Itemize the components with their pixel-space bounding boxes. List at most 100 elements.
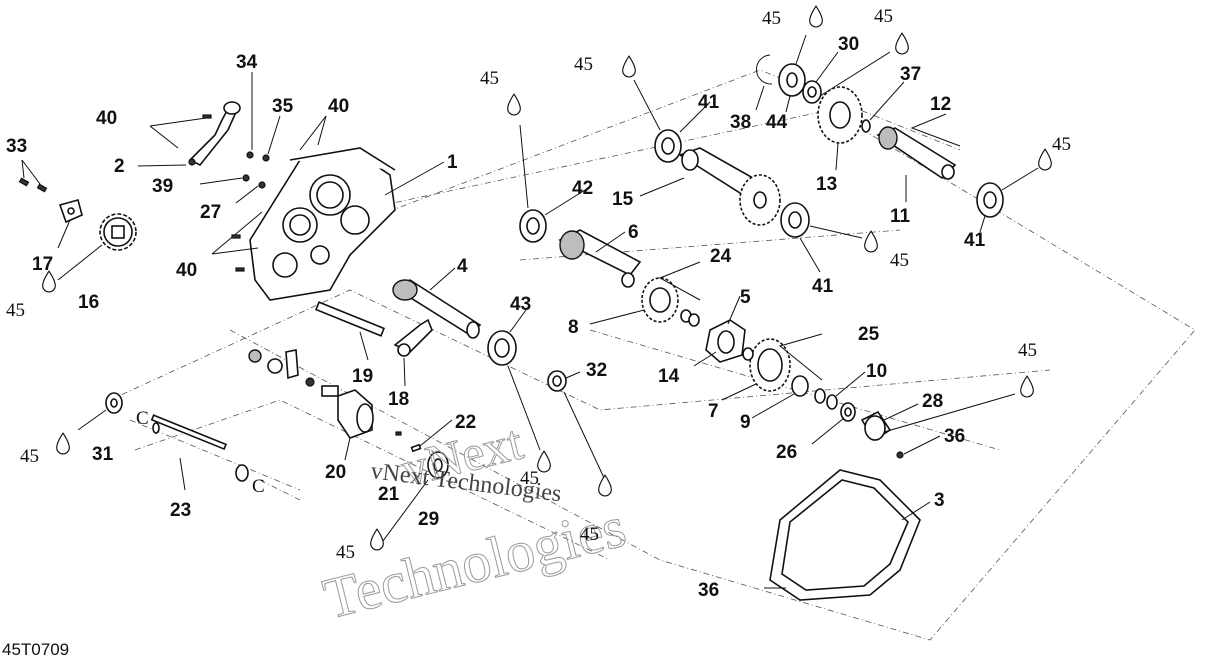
callout-30: 30 xyxy=(838,34,859,55)
callout-40-left: 40 xyxy=(96,108,117,129)
callout-29: 29 xyxy=(418,509,439,530)
pin-part-22 xyxy=(395,419,453,453)
callout-labels: 1 2 3 4 5 6 7 8 9 10 11 12 13 14 15 16 1… xyxy=(6,6,1071,601)
callout-6: 6 xyxy=(628,222,639,243)
callout-45-l: 45 xyxy=(520,468,539,489)
lever-part-2 xyxy=(137,101,241,167)
oil-drop-icon xyxy=(809,5,823,28)
bearing-part-41-right xyxy=(976,167,1039,233)
callout-10: 10 xyxy=(866,361,887,382)
oil-drop-icon xyxy=(598,474,612,497)
callout-36-bottom: 36 xyxy=(698,580,719,601)
callout-45-i: 45 xyxy=(1018,340,1037,361)
callout-4: 4 xyxy=(457,256,468,277)
callout-32: 32 xyxy=(586,360,607,381)
bearing-part-41-mid xyxy=(780,202,863,273)
callout-28: 28 xyxy=(922,391,943,412)
callout-34: 34 xyxy=(236,52,258,73)
gear-part-8 xyxy=(589,261,701,327)
callout-41-mid: 41 xyxy=(812,276,834,297)
callout-45-f: 45 xyxy=(874,6,893,27)
cover-gasket-part-3 xyxy=(764,435,941,601)
bracket-part-17 xyxy=(57,199,83,249)
oil-drop-icon xyxy=(507,93,521,116)
figure-code: 45T0709 xyxy=(2,640,70,659)
callout-22: 22 xyxy=(455,412,476,433)
callout-43: 43 xyxy=(510,294,531,315)
oil-drop-icon xyxy=(1020,375,1034,398)
shift-rod-part-19 xyxy=(315,301,385,361)
callout-45-d: 45 xyxy=(574,54,593,75)
callout-45-c: 45 xyxy=(480,68,499,89)
gear-part-7 xyxy=(721,333,823,401)
bearing-part-42 xyxy=(519,124,586,243)
callout-45-j: 45 xyxy=(580,524,599,545)
callout-39: 39 xyxy=(152,176,173,197)
oil-drop-icon xyxy=(864,230,878,253)
shaft-part-6 xyxy=(558,229,642,288)
oil-drop-icon xyxy=(1038,148,1052,171)
callout-16: 16 xyxy=(78,292,99,313)
shaft-part-12-11 xyxy=(876,113,961,202)
svg-text:C: C xyxy=(252,476,265,497)
bushing-part-29 xyxy=(379,451,449,546)
svg-text:C: C xyxy=(136,408,149,429)
callout-45-g: 45 xyxy=(1052,134,1071,155)
callout-2: 2 xyxy=(114,156,125,177)
oil-drop-icon xyxy=(622,55,636,78)
bearing-part-44 xyxy=(778,34,807,113)
callout-40-top: 40 xyxy=(328,96,349,117)
oil-drop-icon xyxy=(56,432,70,455)
callout-20: 20 xyxy=(325,462,346,483)
bearing-part-28 xyxy=(860,393,1016,442)
callout-45-h: 45 xyxy=(890,250,909,271)
callout-26: 26 xyxy=(776,442,797,463)
callout-45-a: 45 xyxy=(6,300,25,321)
callout-7: 7 xyxy=(708,401,719,422)
gear-shaft-part-15 xyxy=(639,147,781,226)
callout-13: 13 xyxy=(816,174,837,195)
hardware-parts-34-35-39-27 xyxy=(199,72,281,204)
callout-27: 27 xyxy=(200,202,221,223)
callout-45-k: 45 xyxy=(336,542,355,563)
callout-18: 18 xyxy=(388,389,409,410)
oil-drop-icon xyxy=(537,450,551,473)
seal-part-32 xyxy=(547,370,606,481)
callout-33: 33 xyxy=(6,136,27,157)
callout-41-right: 41 xyxy=(964,230,986,251)
callout-41-top: 41 xyxy=(698,92,720,113)
oil-drop-icon xyxy=(895,32,909,55)
gear-part-13 xyxy=(817,86,863,171)
bearing-part-31 xyxy=(77,392,123,431)
oil-drop-icon xyxy=(370,528,384,551)
screw-part-33 xyxy=(18,159,48,193)
shaft-part-4 xyxy=(392,267,482,339)
callout-5: 5 xyxy=(740,287,751,308)
callout-23: 23 xyxy=(170,500,191,521)
washer-part-9 xyxy=(751,375,809,419)
callout-8: 8 xyxy=(568,317,579,338)
shaft-part-23: C C xyxy=(136,408,265,497)
callout-24: 24 xyxy=(710,246,732,267)
callout-14: 14 xyxy=(658,366,680,387)
callout-17: 17 xyxy=(32,254,53,275)
callout-1: 1 xyxy=(447,152,458,173)
callout-12: 12 xyxy=(930,94,951,115)
bearing-part-41-top xyxy=(633,79,711,163)
ring-part-37 xyxy=(861,81,905,133)
sprocket-part-16 xyxy=(57,213,137,281)
callout-37: 37 xyxy=(900,64,921,85)
callout-42: 42 xyxy=(572,178,593,199)
callout-45-b: 45 xyxy=(20,446,39,467)
callout-38: 38 xyxy=(730,112,751,133)
callout-31: 31 xyxy=(92,444,114,465)
callout-40-bottom: 40 xyxy=(176,260,197,281)
washer-part-10 xyxy=(814,371,866,410)
callout-9: 9 xyxy=(740,412,751,433)
callout-21: 21 xyxy=(378,484,400,505)
watermark: vNext Technologies vNext Technologies xyxy=(316,413,632,632)
callout-15: 15 xyxy=(612,189,634,210)
callout-25: 25 xyxy=(858,324,880,345)
callout-11: 11 xyxy=(890,206,911,227)
